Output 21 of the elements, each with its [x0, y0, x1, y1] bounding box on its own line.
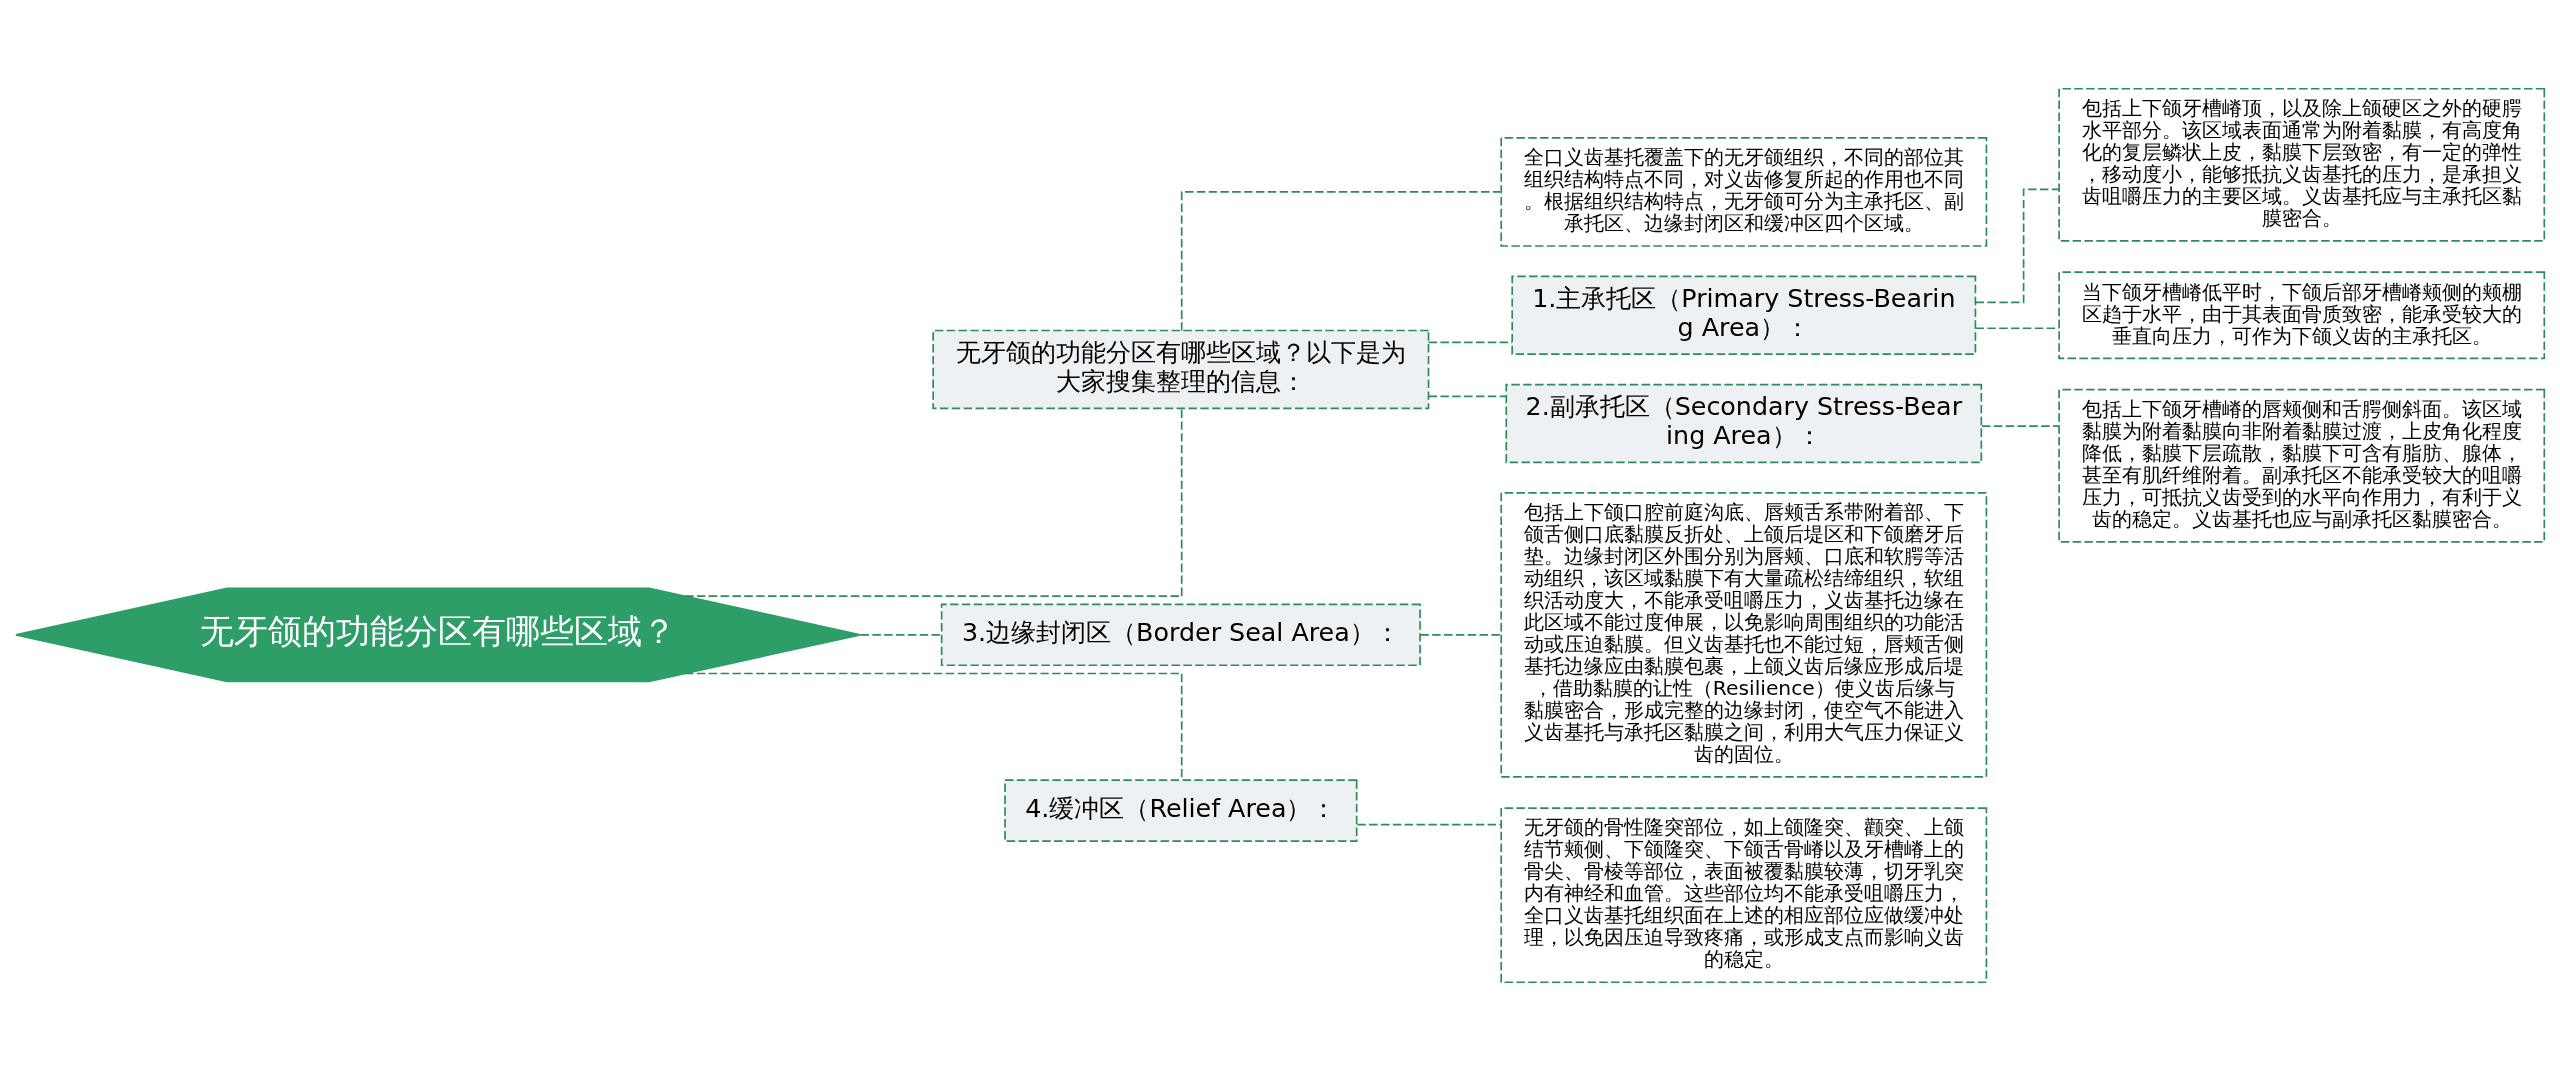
node-box: 无牙颌的骨性隆突部位，如上颌隆突、颧突、上颌结节颊侧、下颌隆突、下颌舌骨嵴以及牙槽嵴上的骨尖、骨棱等部位，表面被覆黏膜较薄，切牙乳突内有神经和血管。这些部位均不能承受咀嚼压力，全口义齿基托组织面在上述的相应部位应做缓冲处理，以免因压迫导致疼痛，或形成支点而影响义齿的稳定。: [1500, 807, 1988, 984]
connector: [1981, 425, 2060, 427]
node-box: 无牙颌的功能分区有哪些区域？以下是为大家搜集整理的信息：: [932, 329, 1430, 410]
node-box: 2.副承托区（Secondary Stress-Bearing Area）：: [1505, 383, 1983, 464]
node-box: 全口义齿基托覆盖下的无牙颌组织，不同的部位其组织结构特点不同，对义齿修复所起的作用也不同。根据组织结构特点，无牙颌可分为主承托区、副承托区、边缘封闭区和缓冲区四个区域。: [1500, 136, 1988, 247]
node-box: 包括上下颌牙槽嵴顶，以及除上颌硬区之外的硬腭水平部分。该区域表面通常为附着黏膜，有高度角化的复层鳞状上皮，黏膜下层致密，有一定的弹性，移动度小，能够抵抗义齿基托的压力，是承担义齿咀嚼压力的主要区域。义齿基托应与主承托区黏膜密合。: [2058, 87, 2546, 242]
node-box: 1.主承托区（Primary Stress-Bearing Area）：: [1511, 275, 1977, 356]
node-box: 当下颌牙槽嵴低平时，下颌后部牙槽嵴颊侧的颊棚区趋于水平，由于其表面骨质致密，能承受较大的垂直向压力，可作为下颌义齿的主承托区。: [2058, 271, 2546, 360]
connector: [1180, 191, 1502, 332]
node-box: 包括上下颌口腔前庭沟底、唇颊舌系带附着部、下颌舌侧口底黏膜反折处、上颌后堤区和下颌磨牙后垫。边缘封闭区外围分别为唇颊、口底和软腭等活动组织，该区域黏膜下有大量疏松结缔组织，软组织活动度大，不能承受咀嚼压力，义齿基托边缘在此区域不能过度伸展，以免影响周围组织的功能活动或压迫黏膜。但义齿基托也不能过短，唇颊舌侧基托边缘应由黏膜包裹，上颌义齿后缘应形成后堤，借助黏膜的让性（Resilience）使义齿后缘与黏膜密合，形成完整的边缘封闭，使空气不能进入义齿基托与承托区黏膜之间，利用大气压力保证义齿的固位。: [1500, 491, 1988, 778]
connector: [1974, 188, 2060, 304]
connector: [1974, 327, 2060, 330]
connector: [1419, 633, 1502, 636]
connector: [1356, 823, 1502, 826]
node-box: 4.缓冲区（Relief Area）：: [1004, 779, 1358, 842]
connector: [1427, 341, 1513, 344]
connector: [1427, 395, 1507, 398]
connector: [684, 407, 1183, 597]
node-box: 包括上下颌牙槽嵴的唇颊侧和舌腭侧斜面。该区域黏膜为附着黏膜向非附着黏膜过渡，上皮角化程度降低，黏膜下层疏散，黏膜下可含有脂肪、腺体，甚至有肌纤维附着。副承托区不能承受较大的咀嚼压力，可抵抗义齿受到的水平向作用力，有利于义齿的稳定。义齿基托也应与副承托区黏膜密合。: [2058, 388, 2546, 543]
node-box: 3.边缘封闭区（Border Seal Area）：: [940, 603, 1421, 667]
connector: [859, 633, 943, 636]
